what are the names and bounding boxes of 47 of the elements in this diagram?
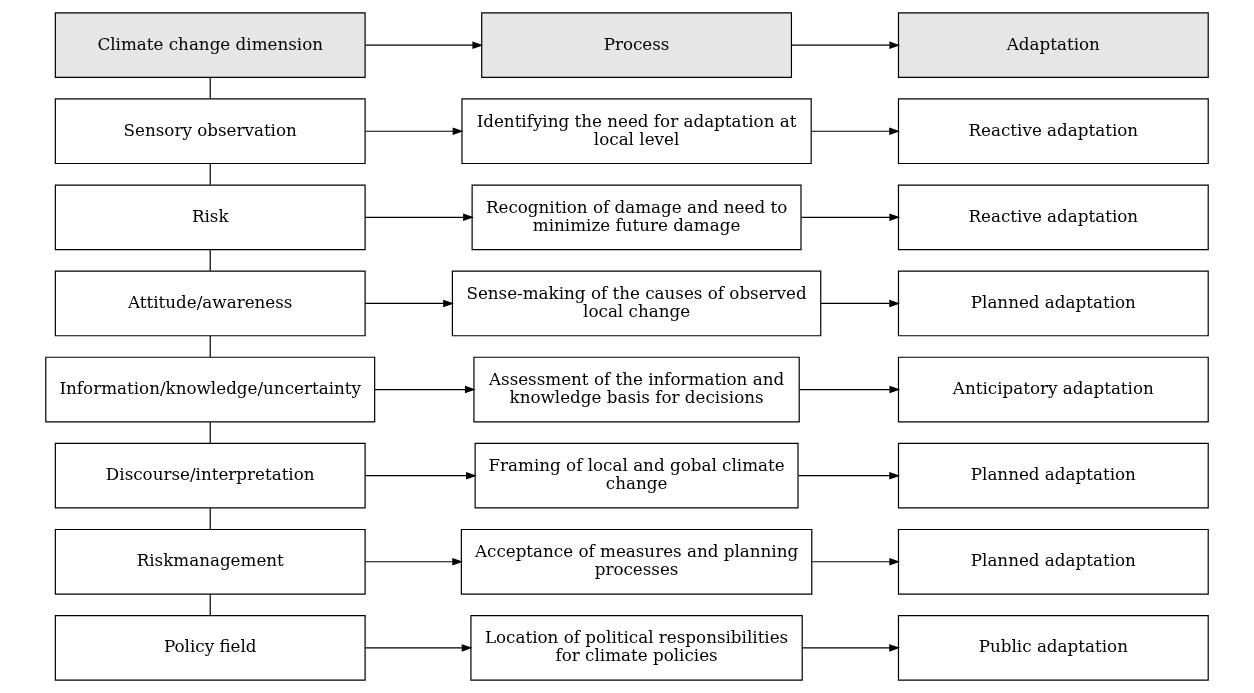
node-box: Assessment of the information and knowledge basis for decisions xyxy=(473,356,800,423)
arrow xyxy=(364,213,474,222)
connector xyxy=(209,507,211,530)
node-box: Planned adaptation xyxy=(897,528,1209,595)
node-box: Climate change dimension xyxy=(54,12,366,78)
node-box: Recognition of damage and need to minimize future damage xyxy=(471,184,802,251)
arrow xyxy=(810,127,900,135)
node-box: Policy field xyxy=(54,615,366,681)
node-box: Location of political responsibilities for climate policies xyxy=(470,615,803,681)
arrow xyxy=(364,127,464,135)
node-box: Planned adaptation xyxy=(897,442,1209,509)
arrow xyxy=(802,644,900,652)
arrow xyxy=(820,299,901,308)
node-box: Sensory observation xyxy=(54,98,366,165)
node-box: Risk xyxy=(54,184,366,251)
arrow xyxy=(811,558,901,566)
node-box: Planned adaptation xyxy=(897,270,1209,337)
node-box: Anticipatory adaptation xyxy=(897,356,1209,423)
arrow xyxy=(800,213,901,222)
arrow xyxy=(364,299,454,308)
connector xyxy=(209,421,211,444)
arrow xyxy=(797,471,901,480)
node-box: Information/knowledge/uncertainty xyxy=(45,356,376,423)
connector xyxy=(209,335,211,358)
node-box: Process xyxy=(481,12,793,78)
arrow xyxy=(374,385,476,394)
arrow xyxy=(364,644,473,652)
arrow xyxy=(799,385,901,394)
node-box: Reactive adaptation xyxy=(897,98,1209,165)
node-box: Framing of local and gobal climate change xyxy=(474,442,799,509)
arrow xyxy=(364,41,484,49)
arrow xyxy=(364,471,477,480)
connector xyxy=(209,77,211,100)
connector xyxy=(209,163,211,186)
node-box: Acceptance of measures and planning processes xyxy=(460,528,813,595)
node-box: Discourse/interpretation xyxy=(54,442,366,509)
arrow xyxy=(364,558,464,566)
node-box: Sense-making of the causes of observed local change xyxy=(451,270,822,337)
node-box: Identifying the need for adaptation at local level xyxy=(461,98,812,165)
node-box: Public adaptation xyxy=(897,615,1209,681)
node-box: Adaptation xyxy=(897,12,1209,78)
connector xyxy=(209,249,211,272)
connector xyxy=(209,593,211,616)
arrow xyxy=(790,41,901,49)
node-box: Attitude/awareness xyxy=(54,270,366,337)
node-box: Riskmanagement xyxy=(54,528,366,595)
node-box: Reactive adaptation xyxy=(897,184,1209,251)
